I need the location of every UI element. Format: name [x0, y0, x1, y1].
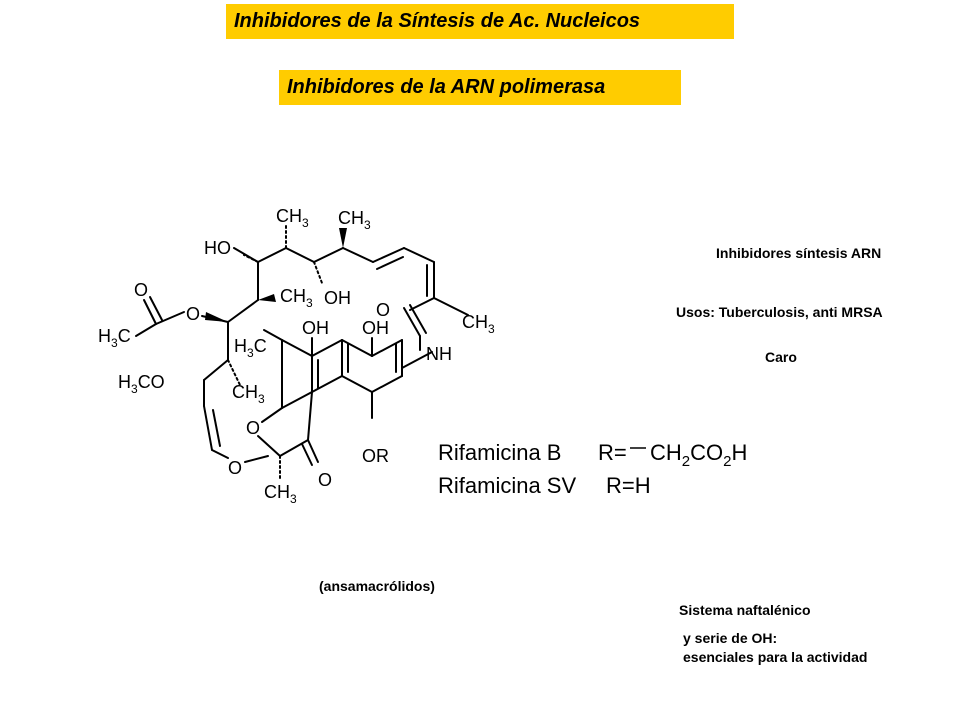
- compound-r-prefix-b: R=: [598, 440, 627, 465]
- compound-name-sv: Rifamicina SV: [438, 473, 576, 498]
- label-h3c-acetate: H3C: [98, 326, 131, 350]
- label-ch3-5: CH3: [232, 382, 265, 406]
- note-feature-3: esenciales para la actividad: [683, 649, 868, 665]
- subtitle-banner: Inhibidores de la ARN polimerasa: [279, 70, 681, 105]
- note-feature-2: y serie de OH:: [683, 630, 778, 646]
- label-ch3-4: CH3: [462, 312, 495, 336]
- label-o-amide: O: [376, 300, 390, 320]
- compound-r-prefix-sv: R=H: [606, 473, 651, 498]
- label-o-ester: O: [186, 304, 200, 324]
- note-feature-1: Sistema naftalénico: [679, 602, 811, 618]
- compound-name-b: Rifamicina B: [438, 440, 561, 465]
- label-oh-1: OH: [324, 288, 351, 308]
- label-ho: HO: [204, 238, 231, 258]
- label-ch3-2: CH3: [338, 208, 371, 232]
- label-oh-3: OH: [362, 318, 389, 338]
- title-banner: Inhibidores de la Síntesis de Ac. Nuclei…: [226, 4, 734, 39]
- label-h3c-ring: H3C: [234, 336, 267, 360]
- label-ch3-6: CH3: [264, 482, 297, 506]
- label-o-ketone: O: [318, 470, 332, 490]
- label-oh-2: OH: [302, 318, 329, 338]
- note-cost: Caro: [765, 349, 797, 365]
- compound-r-group-b: CH2CO2H: [650, 440, 747, 470]
- label-nh: NH: [426, 344, 452, 364]
- note-uses: Usos: Tuberculosis, anti MRSA: [676, 304, 883, 320]
- label-ch3-1: CH3: [276, 206, 309, 230]
- label-or: OR: [362, 446, 389, 466]
- label-o-acetate: O: [134, 280, 148, 300]
- label-o-ether: O: [228, 458, 242, 478]
- label-h3co: H3CO: [118, 372, 165, 396]
- label-ch3-3: CH3: [280, 286, 313, 310]
- note-class: (ansamacrólidos): [319, 578, 435, 594]
- note-mechanism: Inhibidores síntesis ARN: [716, 245, 882, 261]
- label-o-furan: O: [246, 418, 260, 438]
